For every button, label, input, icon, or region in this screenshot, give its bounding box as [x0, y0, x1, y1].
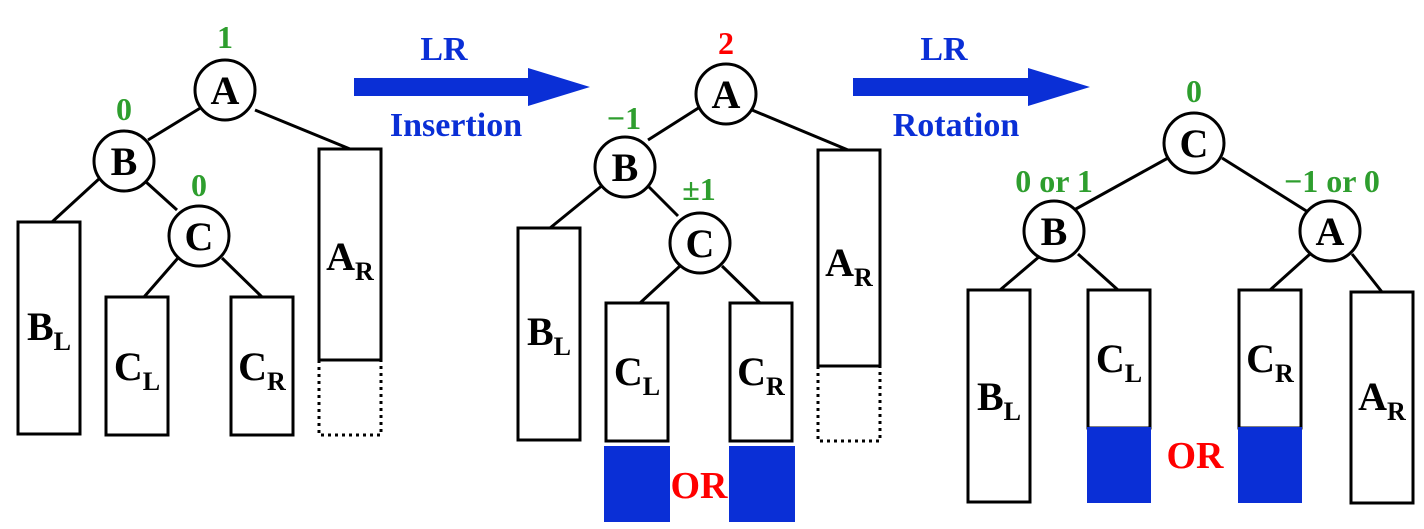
subtree-cl-label: CL	[614, 349, 660, 401]
edge-b-bl	[549, 182, 605, 230]
stage3-labels: C B A 0 0 or 1 −1 or 0 BL CL CR AR OR	[977, 73, 1406, 477]
arrow2: LR Rotation	[853, 31, 1090, 144]
arrow1-bottom-label: Insertion	[390, 107, 522, 144]
arrow1: LR Insertion	[354, 31, 590, 144]
subtree-ar-box	[816, 148, 882, 368]
node-b-circle	[1022, 199, 1086, 263]
stage3-tree	[966, 111, 1415, 505]
node-b-label: B	[111, 139, 138, 184]
inserted-block-cr	[729, 446, 795, 522]
node-c-balance: ±1	[682, 171, 716, 207]
inserted-block-cl	[604, 446, 670, 522]
subtree-cr-box	[229, 295, 295, 437]
stage2-tree	[516, 62, 882, 443]
subtree-cl-label: CL	[1096, 336, 1142, 388]
node-a-label: A	[1316, 209, 1345, 254]
edge-c-b	[1073, 156, 1169, 212]
subtree-ar-label: AR	[326, 234, 374, 286]
arrow2-shape	[853, 68, 1090, 106]
subtree-cr-box	[728, 301, 794, 443]
node-b-circle	[92, 129, 156, 193]
subtree-ar-label: AR	[825, 240, 873, 292]
node-a-balance: 2	[718, 25, 734, 61]
node-b-label: B	[1041, 209, 1068, 254]
node-b-balance: −1	[607, 100, 641, 136]
subtree-cr-label: CR	[1246, 336, 1294, 388]
subtree-ar-label: AR	[1358, 374, 1406, 426]
node-b-balance: 0 or 1	[1015, 163, 1093, 199]
node-c-circle	[1162, 111, 1226, 175]
subtree-cr-label: CR	[238, 344, 286, 396]
node-a-circle	[1298, 199, 1362, 263]
node-c-label: C	[686, 221, 715, 266]
stage3-inserted-nodes	[1087, 427, 1302, 503]
edge-c-cl	[638, 264, 682, 305]
inserted-block-cl	[1087, 427, 1151, 503]
subtree-bl-box	[516, 226, 582, 442]
stage2-inserted-nodes	[604, 446, 795, 522]
or-label: OR	[671, 465, 729, 507]
edge-c-cr	[220, 256, 264, 299]
subtree-ar-box	[317, 147, 383, 362]
edge-b-bl	[999, 254, 1041, 292]
node-a-circle	[694, 62, 758, 126]
subtree-cl-label: CL	[114, 344, 160, 396]
edge-a-ar	[254, 108, 351, 151]
subtree-ar-dotted-extension	[816, 366, 882, 443]
edge-c-cr	[720, 264, 762, 305]
node-a-balance: 1	[217, 19, 233, 55]
subtree-cr-box	[1237, 288, 1303, 430]
stage1-labels: A B C 1 0 0 BL CL CR AR	[27, 19, 374, 396]
subtree-cl-box	[104, 295, 170, 437]
subtree-cl-box	[604, 301, 670, 443]
inserted-block-cr	[1238, 427, 1302, 503]
edge-b-cl	[1076, 252, 1120, 292]
subtree-ar-dotted-extension	[317, 360, 383, 437]
stage1-tree	[16, 58, 383, 437]
arrow1-top-label: LR	[420, 31, 468, 68]
subtree-bl-label: BL	[527, 309, 571, 361]
node-b-label: B	[612, 145, 639, 190]
node-c-balance: 0	[191, 167, 207, 203]
edge-c-a	[1221, 156, 1309, 214]
subtree-bl-label: BL	[27, 304, 71, 356]
subtree-bl-box	[16, 220, 82, 436]
edge-b-c	[646, 184, 680, 218]
subtree-bl-label: BL	[977, 374, 1021, 426]
node-c-balance: 0	[1186, 73, 1202, 109]
node-a-balance: −1 or 0	[1284, 163, 1380, 199]
edge-a-b	[647, 105, 701, 142]
node-b-circle	[593, 135, 657, 199]
node-a-label: A	[712, 72, 741, 117]
edge-a-ar	[1350, 253, 1384, 293]
edge-a-b	[147, 105, 203, 142]
node-c-label: C	[1180, 121, 1209, 166]
subtree-cr-label: CR	[737, 349, 785, 401]
node-b-balance: 0	[116, 91, 132, 127]
arrow2-top-label: LR	[920, 31, 968, 68]
edge-b-bl	[50, 176, 102, 224]
node-c-circle	[668, 211, 732, 275]
node-c-circle	[167, 204, 231, 268]
subtree-bl-box	[966, 288, 1032, 504]
node-c-label: C	[185, 214, 214, 259]
edge-a-cr	[1268, 252, 1312, 292]
edge-a-ar	[751, 108, 849, 152]
subtree-ar-box	[1349, 290, 1415, 505]
or-label: OR	[1167, 435, 1225, 477]
stage2-labels: A B C 2 −1 ±1 BL CL CR AR OR	[527, 25, 873, 507]
edge-b-c	[144, 180, 179, 212]
node-a-label: A	[211, 68, 240, 113]
edge-c-cl	[142, 257, 180, 298]
arrow1-shape	[354, 68, 590, 106]
node-a-circle	[193, 58, 257, 122]
arrow2-bottom-label: Rotation	[893, 107, 1020, 144]
